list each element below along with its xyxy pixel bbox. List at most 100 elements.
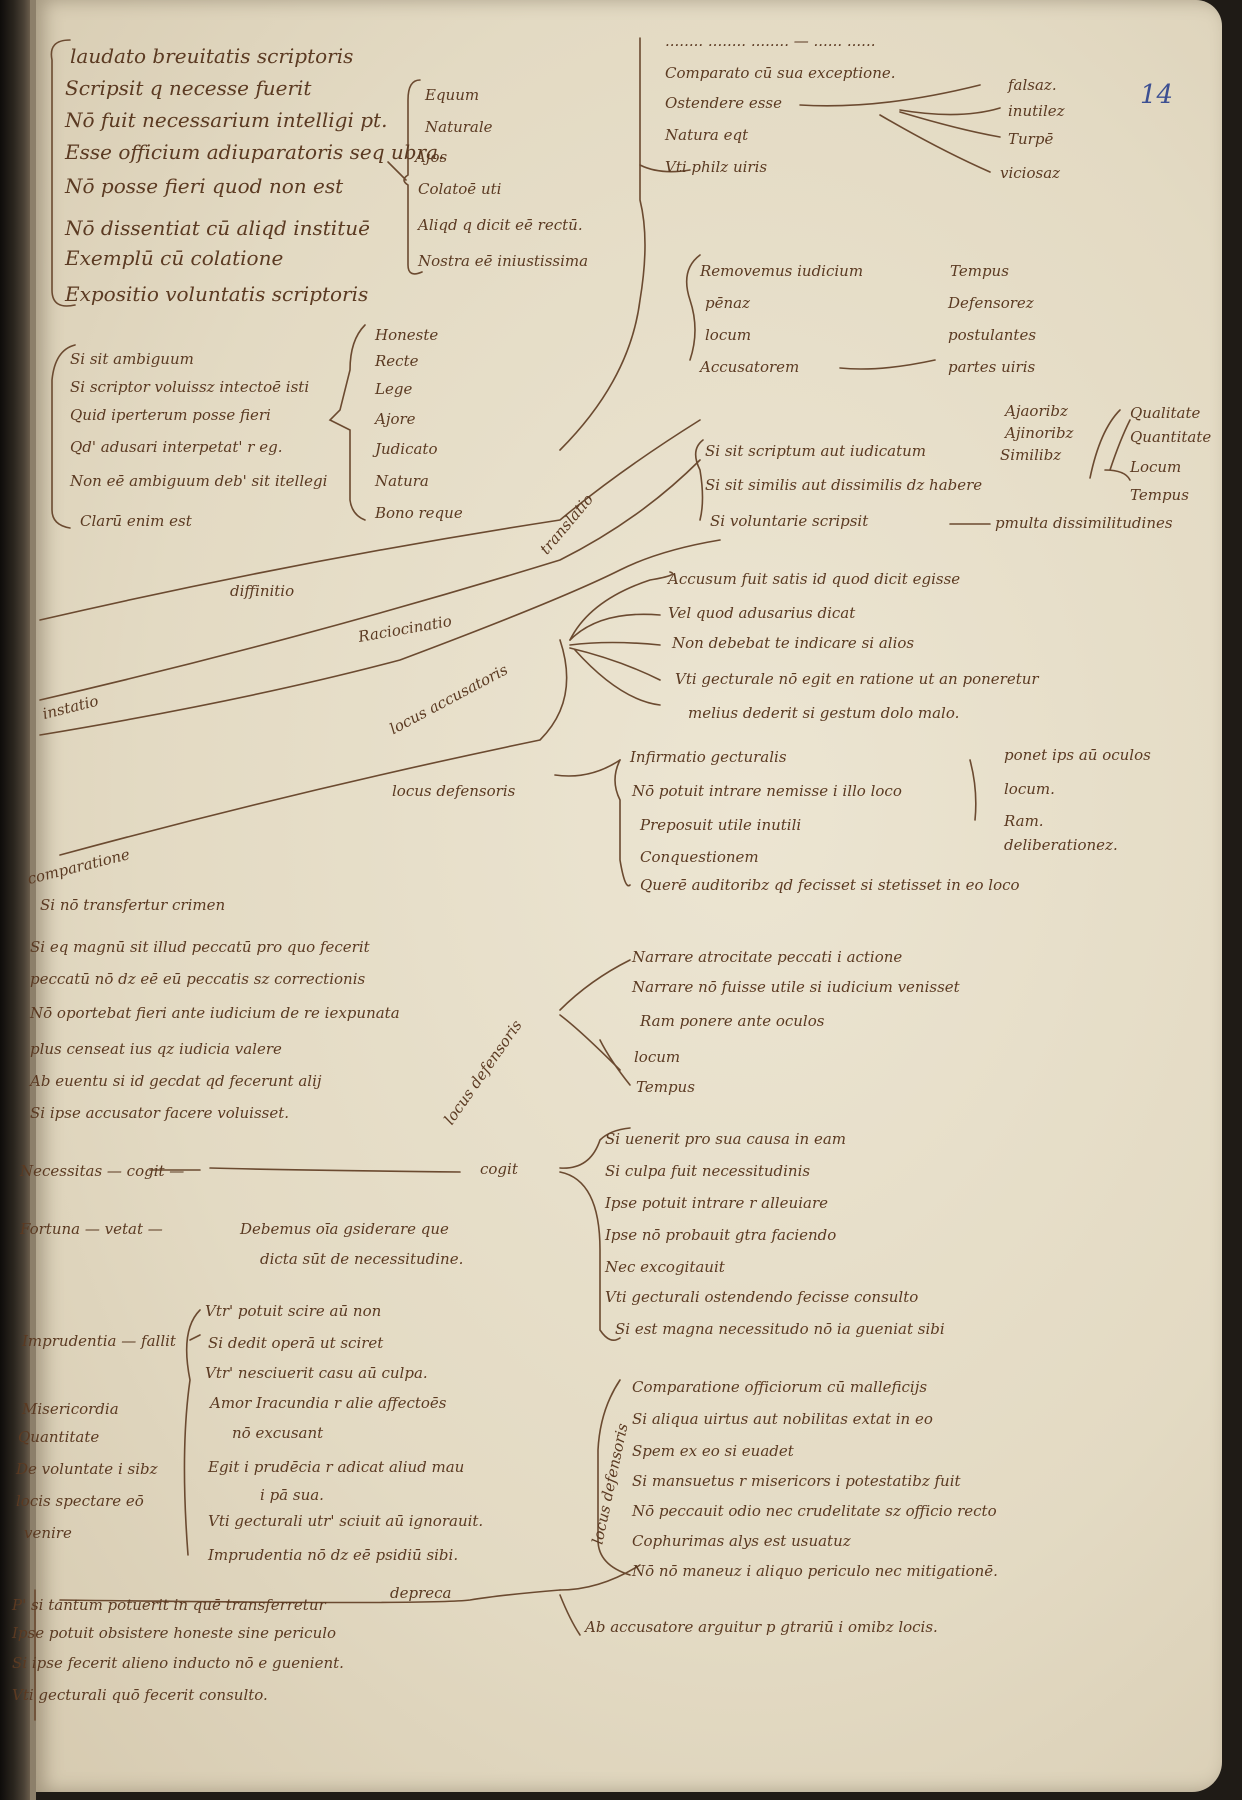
list-item: Defensorez	[948, 294, 1034, 312]
list-item: Expositio voluntatis scriptoris	[65, 282, 369, 306]
list-item: Vti gecturali ostendendo fecisse consult…	[605, 1288, 919, 1306]
imprudentia-text: Imprudentia — fallit	[22, 1332, 176, 1350]
list-item: venire	[24, 1524, 72, 1542]
list-item: Si ipse fecerit alieno inducto nō e guen…	[12, 1654, 344, 1672]
list-item: Bono reque	[375, 504, 463, 522]
list-item: locum.	[1004, 780, 1055, 798]
list-item: Nostra eē iniustissima	[418, 252, 589, 270]
list-item: Lege	[375, 380, 413, 398]
list-item: Si uenerit pro sua causa in eam	[605, 1130, 847, 1148]
list-item: Si aliqua uirtus aut nobilitas extat in …	[632, 1410, 933, 1428]
cogit-label: cogit	[480, 1160, 518, 1178]
list-item: Tempus	[950, 262, 1009, 280]
list-item: falsaz.	[1008, 76, 1057, 94]
top-right-head: ........ ........ ........ — ...... ....…	[665, 32, 876, 50]
list-item: Nō oportebat fieri ante iudicium de re i…	[30, 1004, 400, 1022]
list-item: Comparato cū sua exceptione.	[665, 64, 896, 82]
list-item: Nō nō maneuz i aliquo periculo nec mitig…	[632, 1562, 998, 1580]
list-item: Honeste	[375, 326, 439, 344]
list-item: P' si tantum potuerit in quē transferret…	[12, 1596, 326, 1614]
list-item: Locum	[1130, 458, 1182, 476]
list-item: Quantitate	[18, 1428, 100, 1446]
list-item: Equum	[425, 86, 480, 104]
list-item: Ajos	[415, 148, 448, 166]
list-item: Si nō transfertur crimen	[40, 896, 226, 914]
list-item: Ram.	[1004, 812, 1044, 830]
list-item: i pā sua.	[260, 1486, 324, 1504]
list-item: partes uiris	[948, 358, 1036, 376]
list-item: locis spectare eō	[16, 1492, 144, 1510]
list-item: locum	[634, 1048, 681, 1066]
list-item: Vti gecturali quō fecerit consulto.	[12, 1686, 268, 1704]
binding-strip	[30, 0, 36, 1800]
list-item: viciosaz	[1000, 164, 1061, 182]
list-item: deliberationez.	[1004, 836, 1118, 854]
list-item: Quid iperterum posse fieri	[70, 406, 271, 424]
list-item: De voluntate i sibz	[16, 1460, 158, 1478]
list-item: Si ipse accusator facere voluisset.	[30, 1104, 290, 1122]
list-item: Imprudentia nō dz eē psidiū sibi.	[208, 1546, 459, 1564]
list-item: Qd' adusari interpetat' r eg.	[70, 438, 283, 456]
list-item: Si sit ambiguum	[70, 350, 194, 368]
list-item: Accusatorem	[700, 358, 800, 376]
depreca-label: depreca	[390, 1584, 452, 1602]
list-item: Ipse nō probauit gtra faciendo	[605, 1226, 837, 1244]
list-item: Naturale	[425, 118, 493, 136]
list-item: Spem ex eo si euadet	[632, 1442, 794, 1460]
book-spine	[0, 0, 30, 1800]
list-item: Similibz	[1000, 446, 1062, 464]
list-item: Vtr' potuit scire aū non	[205, 1302, 382, 1320]
list-item: Quantitate	[1130, 428, 1212, 446]
list-item: Non eē ambiguum deb' sit itellegi	[70, 472, 328, 490]
list-item: Ram ponere ante oculos	[640, 1012, 825, 1030]
list-item: Si scriptor voluissz intectoē isti	[70, 378, 310, 396]
list-item: Nec excogitauit	[605, 1258, 725, 1276]
list-item: Accusum fuit satis id quod dicit egisse	[668, 570, 961, 588]
debemus-text-2: dicta sūt de necessitudine.	[260, 1250, 464, 1268]
list-item: Colatoē uti	[418, 180, 502, 198]
ab-accusatore-text: Ab accusatore arguitur p gtrariū i omibz…	[585, 1618, 938, 1636]
list-item: Si culpa fuit necessitudinis	[605, 1162, 811, 1180]
folio-number: 14	[1140, 80, 1174, 110]
list-item: Non debebat te indicare si alios	[672, 634, 915, 652]
list-item: pēnaz	[705, 294, 750, 312]
list-item: Cophurimas alys est usuatuz	[632, 1532, 851, 1550]
list-item: Vtr' nesciuerit casu aū culpa.	[205, 1364, 428, 1382]
list-item: postulantes	[948, 326, 1037, 344]
list-item: Exemplū cū colatione	[65, 246, 284, 270]
list-item: Si sit similis aut dissimilis dz habere	[705, 476, 983, 494]
list-item: Vel quod adusarius dicat	[668, 604, 856, 622]
list-item: Natura	[375, 472, 429, 490]
list-item: Misericordia	[22, 1400, 119, 1418]
list-item: nō excusant	[232, 1424, 324, 1442]
list-item: Natura eqt	[665, 126, 749, 144]
list-item: Infirmatio gecturalis	[630, 748, 787, 766]
list-item: Removemus iudicium	[700, 262, 864, 280]
list-item: Preposuit utile inutili	[640, 816, 802, 834]
list-item: melius dederit si gestum dolo malo.	[688, 704, 960, 722]
list-item: Turpē	[1008, 130, 1054, 148]
list-item: Ajore	[375, 410, 416, 428]
list-item: Judicato	[375, 440, 438, 458]
necessitas-text: Necessitas — cogit —	[20, 1162, 185, 1180]
list-item: Si sit scriptum aut iudicatum	[705, 442, 926, 460]
list-item: Si mansuetus r misericors i potestatibz …	[632, 1472, 961, 1490]
list-item: Ipse potuit obsistere honeste sine peric…	[12, 1624, 337, 1642]
list-item: Ipse potuit intrare r alleuiare	[605, 1194, 829, 1212]
list-item: Nō fuit necessarium intelligi pt.	[65, 108, 388, 132]
list-item: Egit i prudēcia r adicat aliud mau	[208, 1458, 465, 1476]
list-item: Conquestionem	[640, 848, 759, 866]
list-item: Si dedit operā ut sciret	[208, 1334, 384, 1352]
list-item: plus censeat ius qz iudicia valere	[30, 1040, 282, 1058]
list-item: Ab euentu si id gecdat qd fecerunt alij	[30, 1072, 322, 1090]
list-item: peccatū nō dz eē eū peccatis sz correcti…	[30, 970, 366, 988]
list-item: Ajaoribz	[1005, 402, 1068, 420]
list-item: Narrare nō fuisse utile si iudicium veni…	[632, 978, 960, 996]
list-item: Si est magna necessitudo nō ia gueniat s…	[615, 1320, 945, 1338]
list-item: Qualitate	[1130, 404, 1201, 422]
list-item: Aliqd q dicit eē rectū.	[418, 216, 583, 234]
list-item: Clarū enim est	[80, 512, 192, 530]
diffinitio-label: diffinitio	[230, 582, 295, 600]
list-item: ponet ips aū oculos	[1004, 746, 1151, 764]
list-item: Nō peccauit odio nec crudelitate sz offi…	[632, 1502, 997, 1520]
